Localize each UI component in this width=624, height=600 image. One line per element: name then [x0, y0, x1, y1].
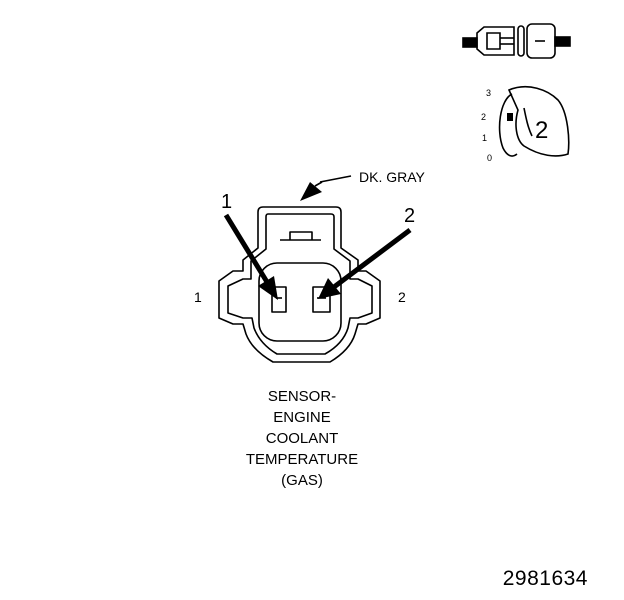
wire-color-label: DK. GRAY: [359, 169, 426, 185]
key-scale-2: 2: [481, 112, 486, 122]
pin-1-callout: 1: [221, 191, 232, 213]
pin-2-arrow: [318, 228, 412, 299]
key-scale-3: 3: [486, 88, 491, 98]
connector-side-view-icon: [462, 23, 571, 59]
figure-number: 2981634: [502, 567, 588, 590]
key-scale-0: 0: [487, 153, 492, 163]
caption-line: TEMPERATURE: [245, 451, 359, 468]
pin-2-side-label: 2: [398, 289, 406, 305]
wire-color-pointer: [300, 175, 352, 201]
pin-1-arrow: [223, 213, 278, 300]
pin-1-side-label: 1: [194, 289, 202, 305]
key-scale-1: 1: [482, 133, 487, 143]
component-caption: SENSOR- ENGINE COOLANT TEMPERATURE (GAS): [200, 386, 404, 491]
position-lock-icon: [498, 85, 570, 157]
caption-line: (GAS): [281, 472, 323, 489]
pin-2-callout: 2: [404, 205, 415, 227]
caption-line: SENSOR-: [267, 388, 337, 405]
caption-line: COOLANT: [265, 430, 339, 447]
caption-line: ENGINE: [273, 409, 331, 426]
connector-face: [218, 206, 381, 363]
key-position-value: 2: [535, 117, 548, 144]
